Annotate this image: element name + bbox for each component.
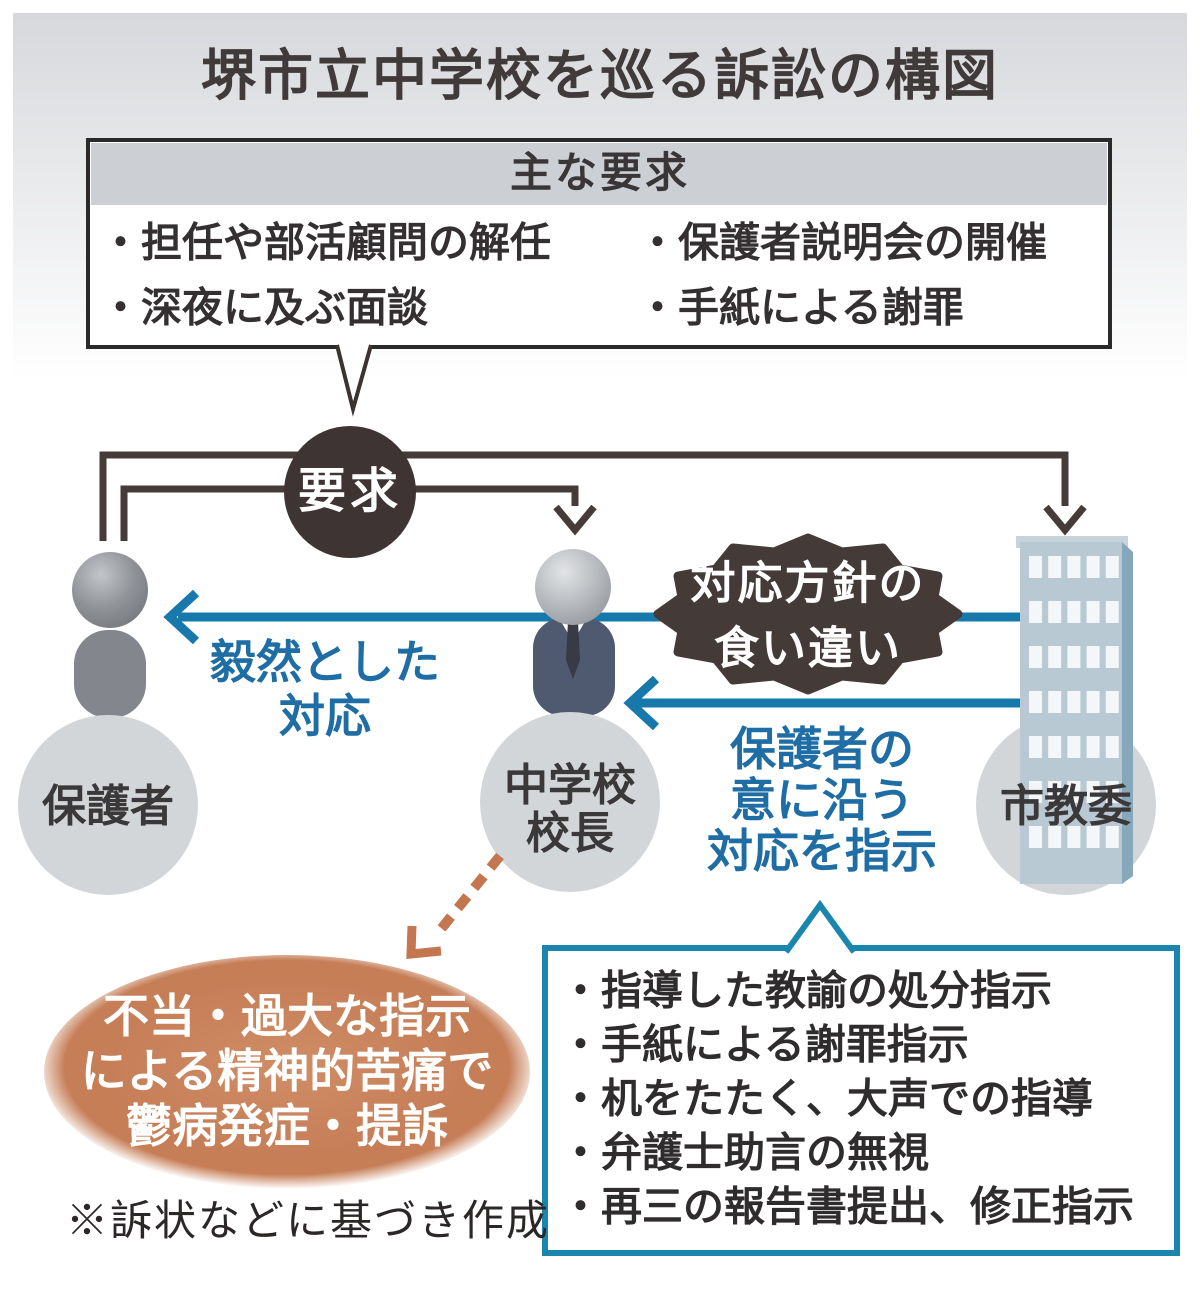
arrow-board-instruction: [623, 675, 1020, 731]
lawsuit-text: 鬱病発症・提訴: [126, 1100, 448, 1152]
parent-circle: [18, 715, 198, 895]
demand-item: ・深夜に及ぶ面談: [100, 284, 428, 331]
actor-label-parent: 保護者: [42, 782, 174, 831]
label-board-instruction: 保護者の: [730, 724, 914, 775]
arrow-lawsuit-dashed: [406, 852, 504, 959]
label-resolute-response: 対応: [279, 691, 371, 742]
actor-label-principal: 校長: [526, 809, 614, 858]
arrow-left-icon: [163, 589, 200, 645]
parent-figure-icon: [72, 552, 148, 718]
label-policy-discrepancy: 食い違い: [713, 623, 903, 674]
label-resolute-response: 毅然とした: [210, 637, 440, 688]
lawsuit-text: による精神的苦痛で: [80, 1045, 494, 1097]
lawsuit-text: 不当・過大な指示: [103, 990, 471, 1042]
arrow-down-board-icon: [1043, 504, 1087, 536]
demands-pointer: [335, 344, 373, 417]
principal-circle: [480, 712, 660, 892]
instruction-box: [542, 899, 1180, 1256]
demand-item: ・担任や部活顧問の解任: [100, 219, 551, 266]
lawsuit-ellipse: [44, 955, 530, 1189]
discrepancy-burst: [653, 533, 963, 695]
demands-header: 主な要求: [509, 149, 691, 196]
building-icon: [1016, 536, 1133, 884]
instruction-item: ・机をたたく、大声での指導: [560, 1075, 1093, 1122]
instruction-item: ・指導した教諭の処分指示: [560, 967, 1052, 1014]
label-board-instruction: 対応を指示: [707, 826, 937, 877]
instruction-item: ・手紙による謝罪指示: [560, 1021, 969, 1068]
actor-label-principal: 中学校: [504, 761, 636, 810]
footnote: ※訴状などに基づき作成: [66, 1199, 551, 1245]
demand-item: ・手紙による謝罪: [637, 284, 964, 331]
request-label: 要求: [297, 465, 403, 518]
demand-item: ・保護者説明会の開催: [637, 219, 1047, 266]
label-policy-discrepancy: 対応方針の: [690, 558, 926, 609]
arrow-left-icon: [623, 675, 660, 731]
arrow-down-principal-icon: [553, 504, 597, 536]
demands-box: [86, 138, 1112, 417]
instruction-item: ・弁護士助言の無視: [560, 1129, 929, 1176]
request-circle: [284, 426, 416, 558]
page-title: 堺市立中学校を巡る訴訟の構図: [200, 44, 1000, 107]
instruction-item: ・再三の報告書提出、修正指示: [560, 1183, 1134, 1230]
principal-figure-icon: [533, 549, 615, 716]
request-connectors: [99, 451, 1087, 541]
arrow-corner-icon: [406, 925, 442, 959]
label-board-instruction: 意に沿う: [730, 775, 914, 826]
actor-label-board: 市教委: [1000, 782, 1132, 831]
instruction-box-pointer: [783, 899, 857, 954]
